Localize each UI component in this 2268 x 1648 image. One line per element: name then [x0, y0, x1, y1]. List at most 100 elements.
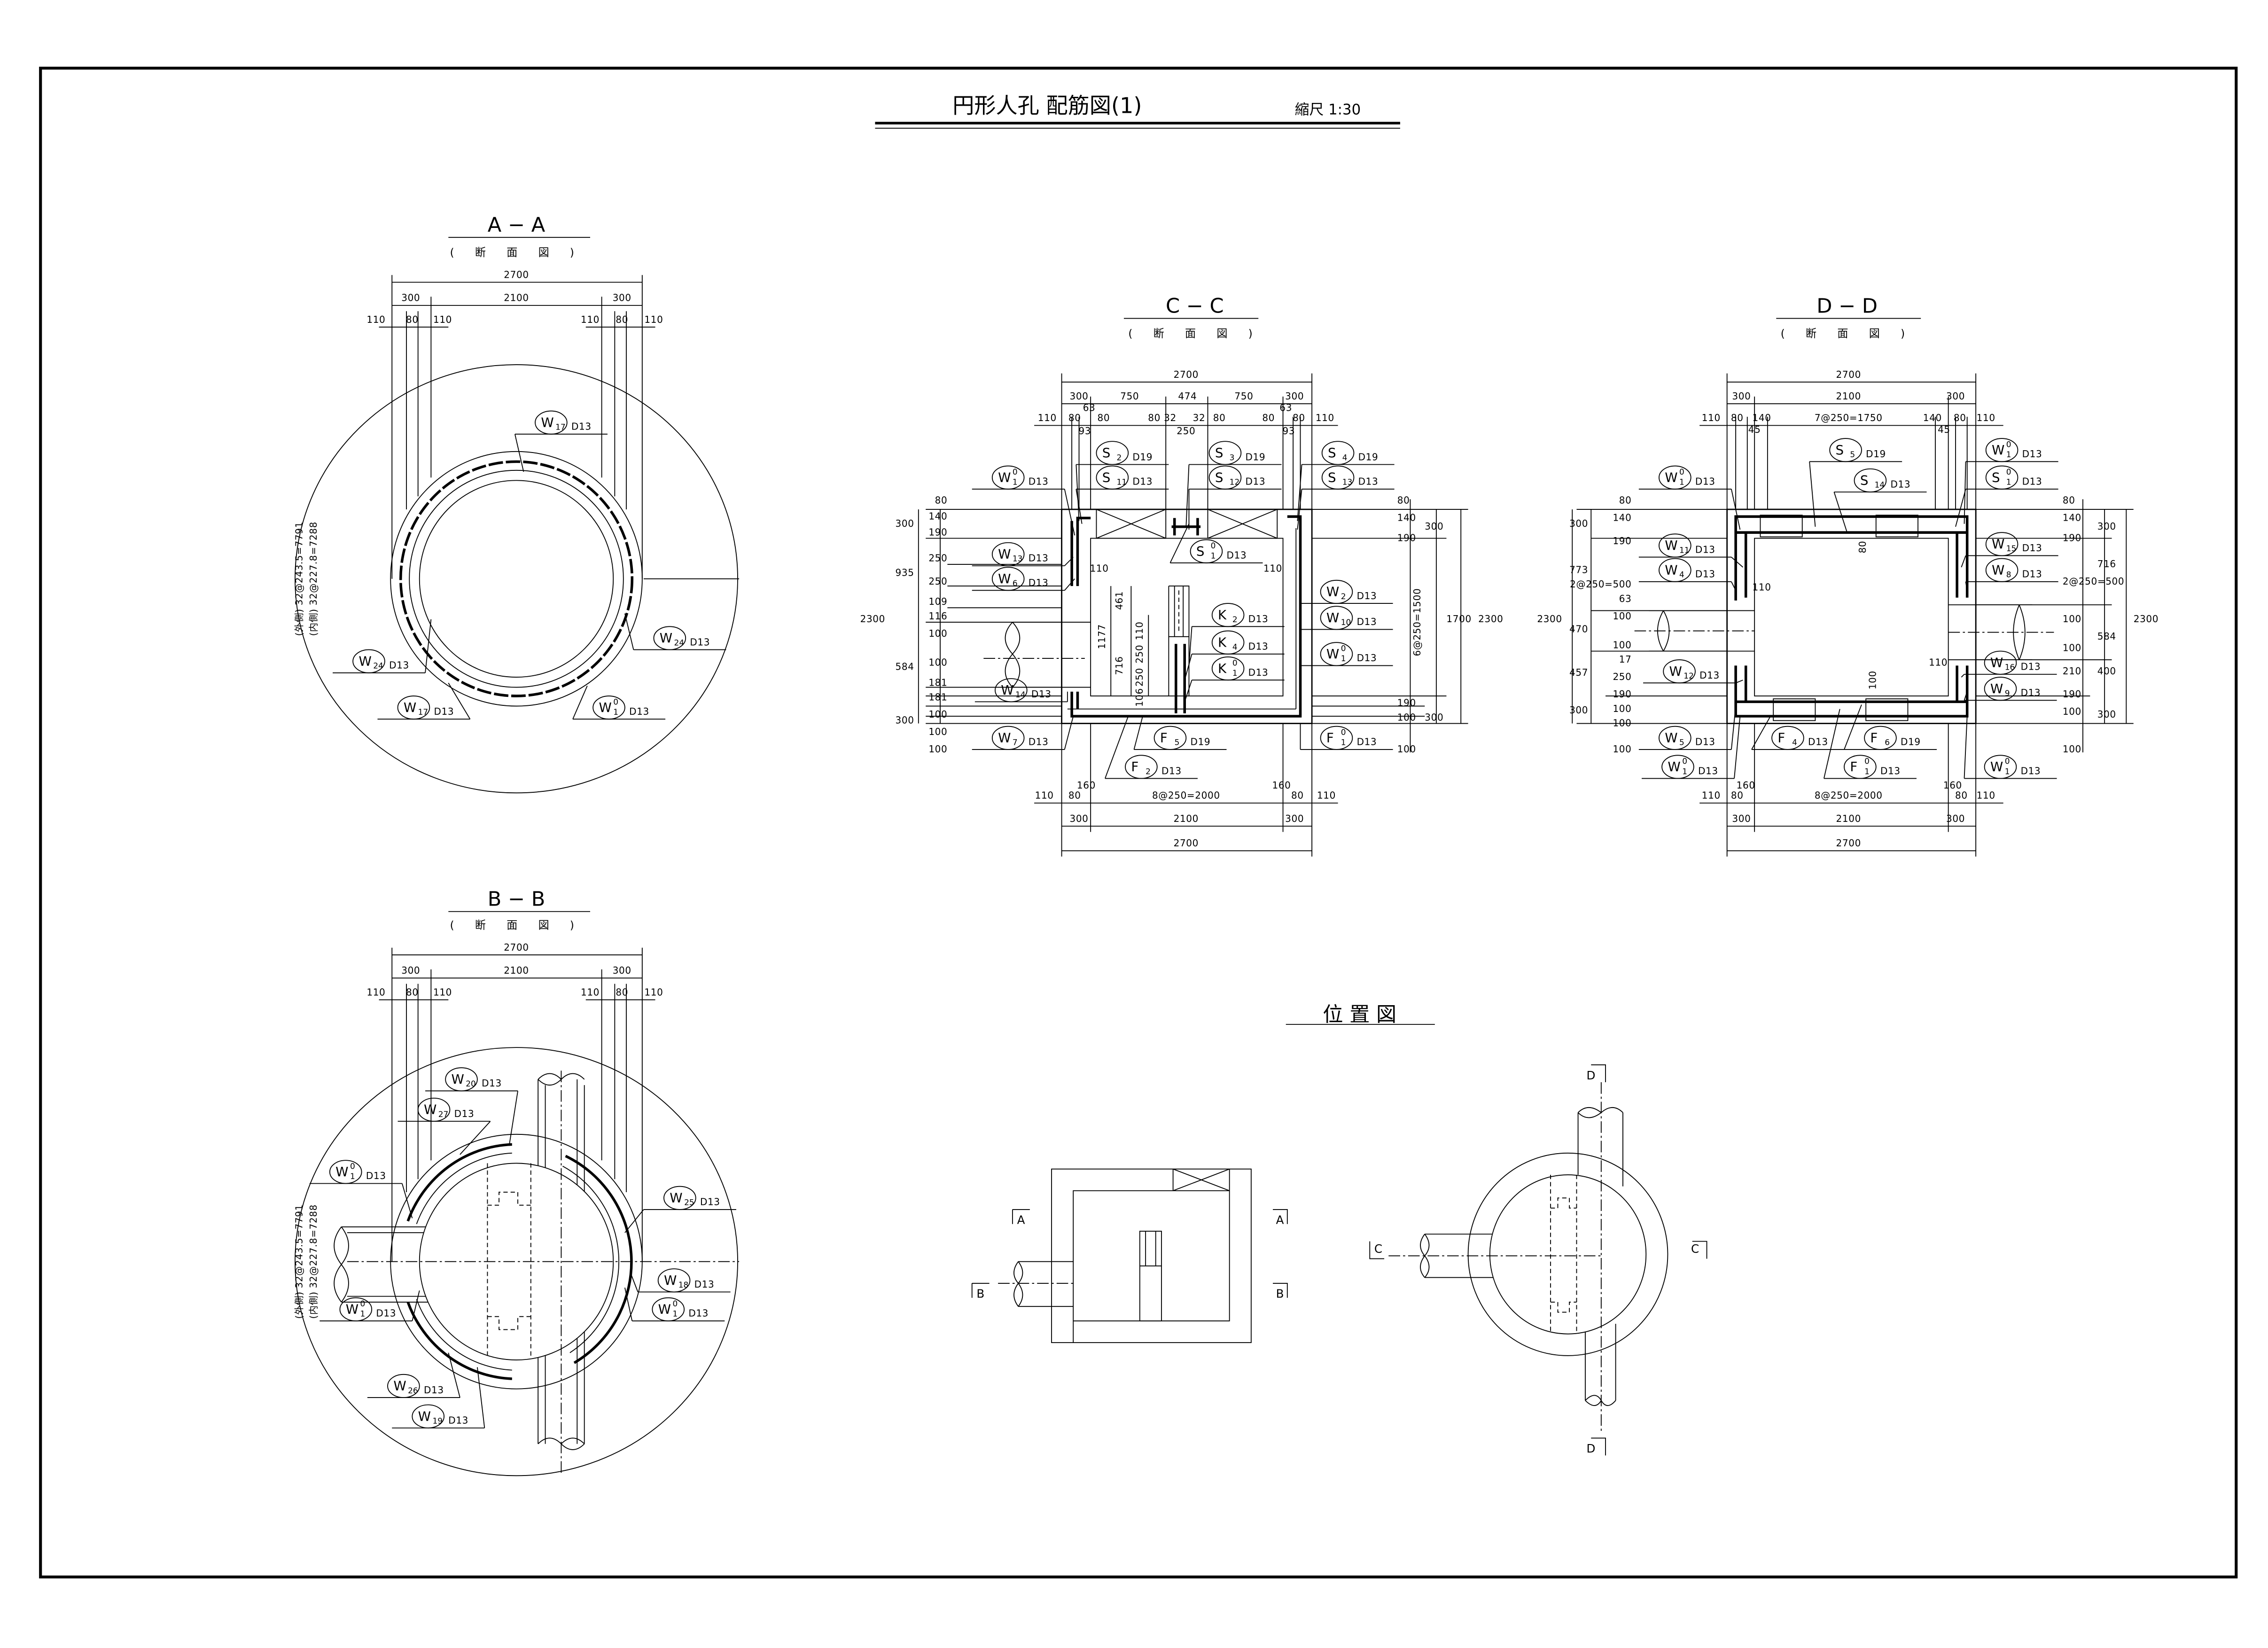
dimension-label: 8@250=2000: [1152, 790, 1220, 801]
rebar-number: 2: [1341, 592, 1346, 601]
dimension-label: 140: [1397, 512, 1416, 523]
rebar-number: 1: [672, 1309, 678, 1319]
rebar-number: 1: [1341, 654, 1346, 663]
rebar-number: 1: [1341, 738, 1346, 747]
rebar-number: 13: [1342, 477, 1353, 487]
rebar-superscript: 0: [360, 1299, 366, 1308]
rebar-superscript: 0: [613, 697, 618, 707]
rebar-superscript: 0: [1232, 658, 1238, 667]
dimension-label: 250: [1134, 668, 1145, 687]
dimension-label: 716: [2097, 558, 2116, 570]
rebar-superscript: 0: [2006, 467, 2011, 476]
rebar-diameter: D13: [1699, 670, 1720, 681]
dimension-label: 32: [1193, 412, 1206, 423]
rebar-number: 1: [350, 1172, 355, 1181]
dimension-label: 110: [1134, 622, 1145, 640]
rebar-spacing-note: (内側) 32@227.8=7288: [308, 1204, 319, 1319]
rebar-number: 2: [1117, 453, 1122, 462]
rebar-diameter: D13: [2021, 687, 2041, 698]
section-marker-d: D: [1586, 1069, 1596, 1082]
rebar-diameter: D13: [1248, 641, 1269, 652]
rebar-mark: S: [1992, 469, 2000, 485]
view-title: C − C: [1166, 294, 1224, 318]
rebar-mark: S: [1102, 445, 1111, 461]
dimension-label: 110: [644, 314, 663, 325]
dimension-label: 110: [1090, 562, 1109, 574]
rebar-diameter: D13: [2021, 765, 2041, 776]
drawing-title: 円形人孔 配筋図(1): [952, 93, 1142, 118]
rebar-diameter: D13: [2021, 661, 2041, 672]
dimension-label: 2300: [860, 613, 885, 625]
rebar-diameter: D13: [1357, 616, 1377, 627]
rebar-diameter: D13: [690, 636, 710, 648]
rebar-mark: W: [335, 1164, 348, 1179]
rebar-mark: K: [1218, 661, 1227, 676]
view-subtitle: ( 断 面 図 ): [1128, 328, 1261, 340]
rebar-superscript: 0: [1013, 467, 1018, 476]
rebar-diameter: D13: [2022, 542, 2042, 554]
dimension-label: 300: [1946, 813, 1965, 824]
dimension-label: 300: [1285, 813, 1304, 824]
rebar-number: 4: [1792, 738, 1797, 747]
rebar-mark: S: [1215, 445, 1224, 461]
rebar-number: 13: [1013, 554, 1023, 563]
dimension-label: 190: [2063, 688, 2081, 700]
sheet-border: [39, 66, 2238, 1578]
rebar-mark: F: [1326, 730, 1334, 746]
rebar-number: 1: [360, 1309, 366, 1319]
section-marker-b: B: [1276, 1287, 1285, 1301]
rebar-number: 1: [2006, 450, 2011, 459]
rebar-mark: W: [658, 1302, 671, 1317]
dimension-label: 300: [896, 518, 914, 529]
dimension-label: 110: [1977, 412, 1995, 423]
rebar-number: 17: [555, 422, 566, 432]
dimension-label: 2700: [1174, 369, 1199, 380]
dimension-label: 110: [366, 314, 385, 325]
rebar-diameter: D13: [1132, 476, 1153, 487]
rebar-mark: W: [1326, 646, 1339, 662]
dimension-label: 100: [2063, 706, 2081, 717]
rebar-superscript: 0: [1341, 644, 1346, 653]
rebar-number: 1: [1864, 766, 1870, 776]
rebar-mark: W: [1668, 759, 1680, 774]
view-subtitle: ( 断 面 図 ): [1781, 328, 1914, 340]
dimension-label: 17: [1619, 654, 1632, 665]
dimension-label: 93: [1078, 425, 1091, 437]
dimension-label: 140: [2063, 512, 2081, 523]
rebar-superscript: 0: [1864, 757, 1870, 766]
section-marker-a: A: [1276, 1213, 1284, 1227]
dimension-label: 80: [1148, 412, 1161, 423]
rebar-mark: F: [1870, 730, 1878, 746]
rebar-number: 1: [1679, 477, 1684, 487]
view-subtitle: ( 断 面 図 ): [450, 247, 583, 259]
dimension-label: 461: [1114, 591, 1125, 610]
rebar-mark: W: [418, 1408, 431, 1424]
rebar-diameter: D13: [424, 1384, 444, 1396]
dimension-label: 80: [1857, 541, 1868, 554]
dimension-label: 80: [406, 986, 419, 998]
dimension-label: 110: [1263, 562, 1282, 574]
dimension-label: 110: [1753, 581, 1771, 593]
rebar-diameter: D19: [1866, 448, 1886, 460]
dimension-label: 100: [1613, 703, 1631, 714]
dimension-label: 110: [1316, 412, 1334, 423]
rebar-diameter: D13: [1227, 550, 1247, 561]
dimension-label: 190: [1613, 535, 1631, 547]
location-plan: 位 置 図: [971, 1003, 1707, 1456]
dimension-label: 300: [401, 965, 420, 976]
